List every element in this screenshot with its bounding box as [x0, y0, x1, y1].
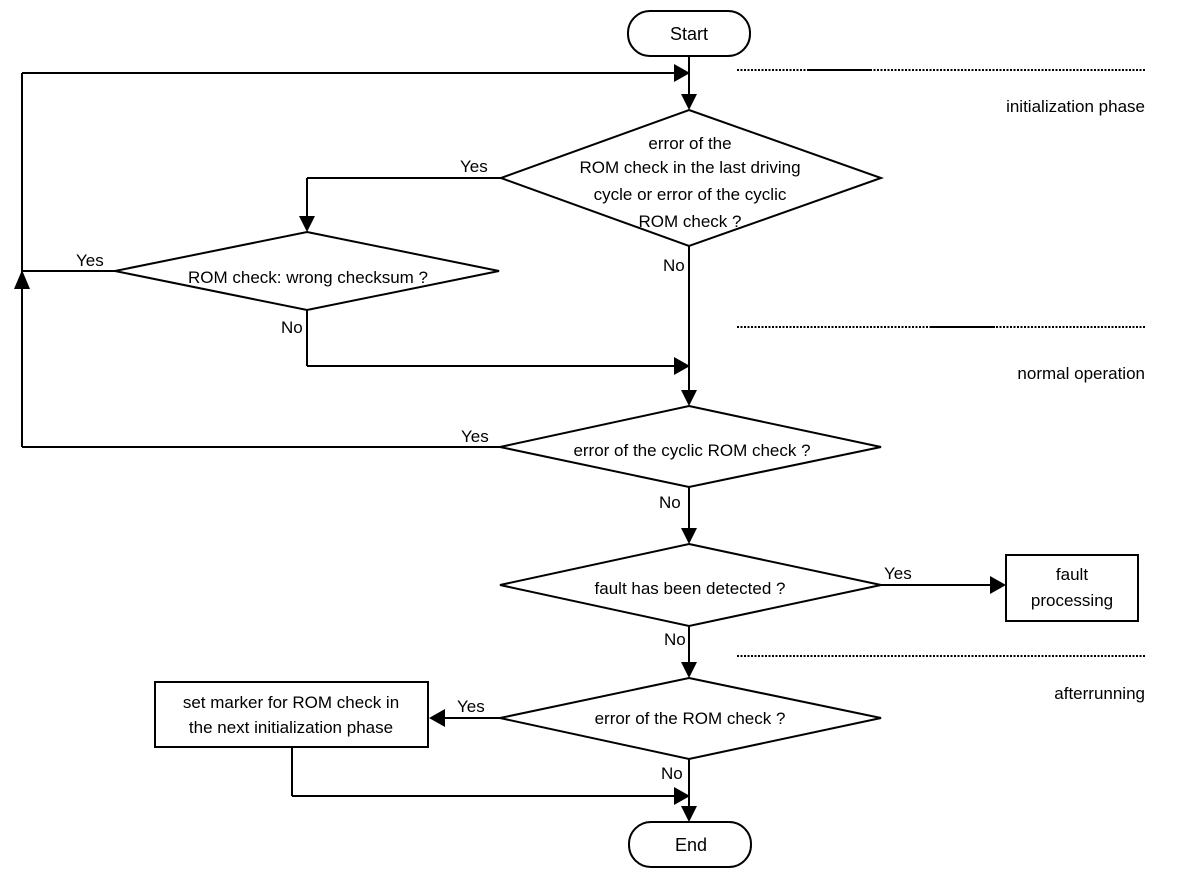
phase-label-afterrunning: afterrunning	[1054, 684, 1145, 703]
process-fault-processing-line-2: processing	[1031, 591, 1113, 610]
decision-last-cycle-error-line-2: ROM check in the last driving	[579, 158, 800, 177]
label-d3-yes: Yes	[461, 427, 489, 446]
label-d3-no: No	[659, 493, 681, 512]
arrowhead-fault-processing	[990, 576, 1006, 594]
arrowhead-d4-top	[681, 528, 697, 544]
arrowhead-end-top	[681, 806, 697, 822]
end-terminal: End	[628, 821, 752, 868]
decision-last-cycle-error-line-4: ROM check ?	[639, 212, 742, 231]
label-d2-no: No	[281, 318, 303, 337]
process-set-marker: set marker for ROM check in the next ini…	[154, 681, 429, 748]
process-set-marker-line-1: set marker for ROM check in	[183, 693, 399, 712]
label-d1-yes: Yes	[460, 157, 488, 176]
arrowhead-left-loop	[14, 270, 30, 289]
arrowhead-d3-top	[681, 390, 697, 406]
phase-separators	[737, 69, 1145, 657]
label-d1-no: No	[663, 256, 685, 275]
label-d4-no: No	[664, 630, 686, 649]
decision-last-cycle-error-line-3: cycle or error of the cyclic	[594, 185, 787, 204]
phase-label-initialization: initialization phase	[1006, 97, 1145, 116]
decision-wrong-checksum: ROM check: wrong checksum ?	[114, 230, 500, 312]
decision-fault-detected: fault has been detected ?	[499, 542, 882, 628]
arrowhead-d2-top	[299, 216, 315, 232]
process-fault-processing: fault processing	[1005, 554, 1139, 622]
branch-labels: Yes No Yes No Yes No Yes No Yes No	[76, 157, 912, 783]
decision-wrong-checksum-line-1: ROM check: wrong checksum ?	[188, 268, 428, 287]
arrowhead-marker-merge	[674, 787, 690, 805]
label-d4-yes: Yes	[884, 564, 912, 583]
start-terminal: Start	[627, 10, 751, 57]
process-fault-processing-line-1: fault	[1056, 565, 1088, 584]
arrowhead-set-marker	[429, 709, 445, 727]
label-d2-yes: Yes	[76, 251, 104, 270]
decision-last-cycle-error: error of the ROM check in the last drivi…	[498, 108, 884, 248]
arrowhead-d2-merge	[674, 357, 690, 375]
arrowhead-loop-top	[674, 64, 690, 82]
decision-rom-error: error of the ROM check ?	[499, 676, 882, 761]
label-d5-yes: Yes	[457, 697, 485, 716]
end-label: End	[675, 835, 707, 855]
decision-fault-detected-line-1: fault has been detected ?	[595, 579, 786, 598]
connectors	[14, 56, 1006, 822]
process-set-marker-line-2: the next initialization phase	[189, 718, 393, 737]
decision-rom-error-line-1: error of the ROM check ?	[595, 709, 786, 728]
arrowhead-d1-top	[681, 94, 697, 110]
decision-cyclic-error: error of the cyclic ROM check ?	[499, 404, 882, 489]
arrowhead-d5-top	[681, 662, 697, 678]
decision-cyclic-error-line-1: error of the cyclic ROM check ?	[573, 441, 810, 460]
decision-last-cycle-error-line-1: error of the	[648, 134, 731, 153]
label-d5-no: No	[661, 764, 683, 783]
phase-label-normal: normal operation	[1017, 364, 1145, 383]
start-label: Start	[670, 24, 708, 44]
